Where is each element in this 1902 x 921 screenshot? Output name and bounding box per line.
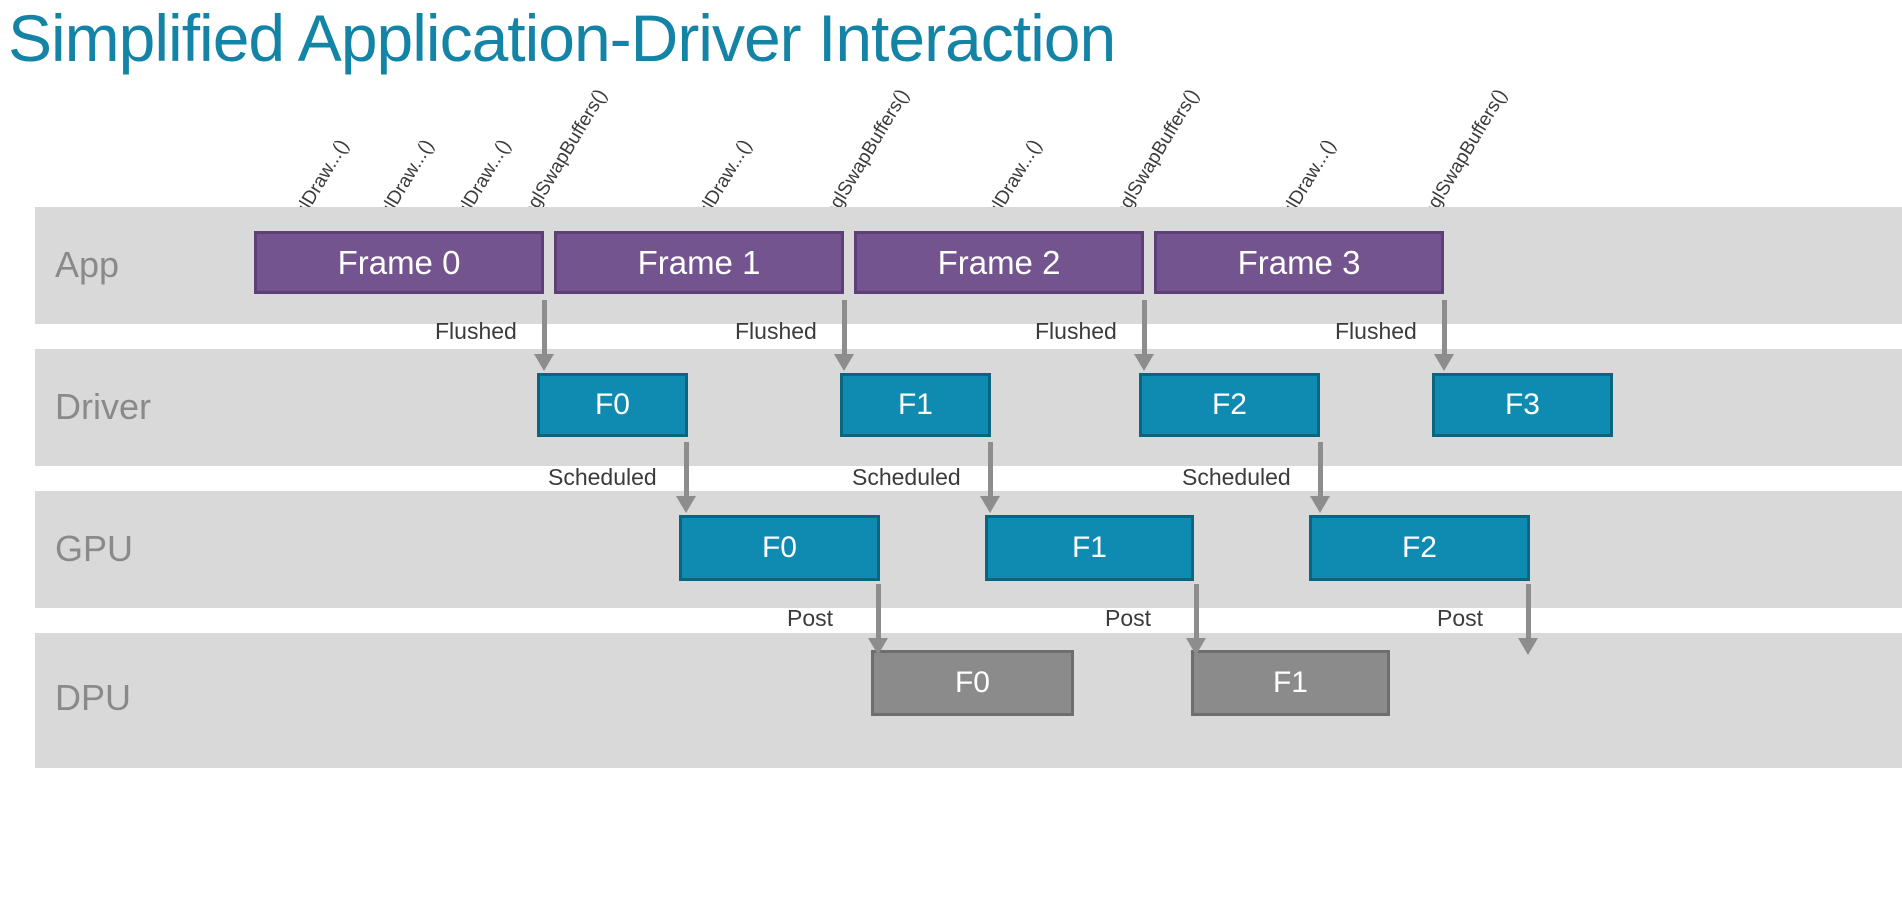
api-call-label: eglSwapBuffers() [1418, 85, 1512, 222]
api-call-label: eglSwapBuffers() [1110, 85, 1204, 222]
arrow-shaft [1526, 584, 1531, 639]
task-box-app-frame-1: Frame 1 [554, 231, 844, 294]
task-box-gpu-f2: F2 [1309, 515, 1530, 581]
swimlane-gpu [35, 491, 1902, 608]
task-box-app-frame-2: Frame 2 [854, 231, 1144, 294]
task-box-driver-f2: F2 [1139, 373, 1320, 437]
task-box-driver-f0: F0 [537, 373, 688, 437]
arrow-head-icon [676, 496, 696, 513]
task-box-dpu-f0: F0 [871, 650, 1074, 716]
task-box-driver-f1: F1 [840, 373, 991, 437]
arrow-head-icon [980, 496, 1000, 513]
api-call-label: eglSwapBuffers() [820, 85, 914, 222]
arrow-label: Flushed [735, 318, 817, 344]
arrow-head-icon [1434, 354, 1454, 371]
arrow-head-icon [1518, 638, 1538, 655]
arrow-label: Flushed [435, 318, 517, 344]
arrow-shaft [1142, 300, 1147, 355]
arrow-head-icon [1310, 496, 1330, 513]
arrow-shaft [842, 300, 847, 355]
swimlane-label-driver: Driver [55, 386, 151, 427]
arrow-shaft [1442, 300, 1447, 355]
page-title: Simplified Application-Driver Interactio… [8, 1, 1116, 75]
task-box-driver-f3: F3 [1432, 373, 1613, 437]
task-box-app-frame-3: Frame 3 [1154, 231, 1444, 294]
arrow-label: Flushed [1035, 318, 1117, 344]
arrow-label: Post [1105, 605, 1152, 631]
arrow-label: Flushed [1335, 318, 1417, 344]
swimlane-label-gpu: GPU [55, 528, 134, 569]
arrow-head-icon [868, 638, 888, 655]
arrow-shaft [1194, 584, 1199, 639]
task-box-gpu-f0: F0 [679, 515, 880, 581]
arrow-shaft [988, 442, 993, 497]
api-call-label: eglSwapBuffers() [518, 85, 612, 222]
arrow-label: Post [1437, 605, 1484, 631]
arrow-head-icon [1134, 354, 1154, 371]
arrow-shaft [1318, 442, 1323, 497]
arrow-shaft [542, 300, 547, 355]
task-box-app-frame-0: Frame 0 [254, 231, 544, 294]
task-box-dpu-f1: F1 [1191, 650, 1390, 716]
arrow-label: Post [787, 605, 834, 631]
arrow-label: Scheduled [1182, 464, 1291, 490]
arrow-shaft [684, 442, 689, 497]
arrow-label: Scheduled [852, 464, 961, 490]
arrow-head-icon [834, 354, 854, 371]
swimlane-label-dpu: DPU [55, 677, 132, 718]
arrow-head-icon [1186, 638, 1206, 655]
arrow-head-icon [534, 354, 554, 371]
task-box-gpu-f1: F1 [985, 515, 1194, 581]
arrow-shaft [876, 584, 881, 639]
swimlane-label-app: App [55, 244, 120, 285]
arrow-label: Scheduled [548, 464, 657, 490]
